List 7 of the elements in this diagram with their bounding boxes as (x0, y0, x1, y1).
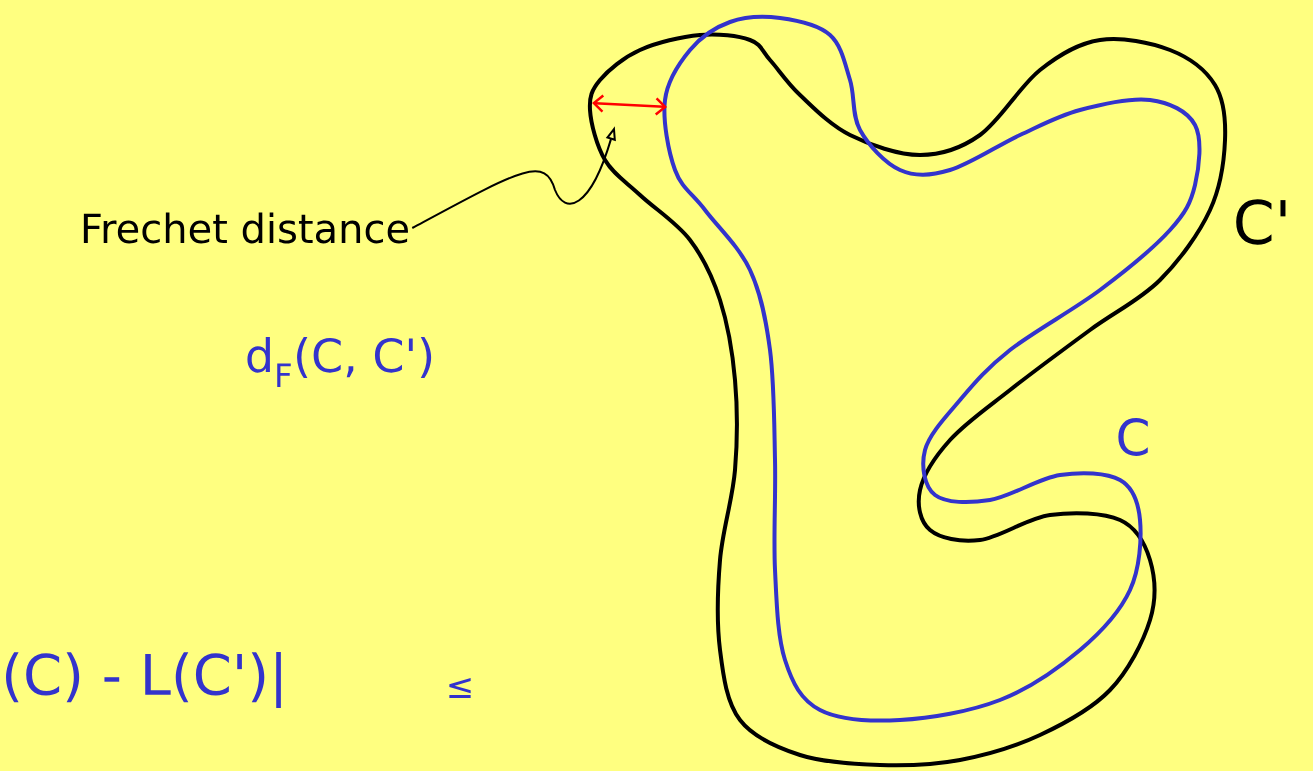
double-arrow (592, 94, 667, 116)
curve-label: C' (1236, 199, 1286, 245)
formula-text: ≤ (449, 678, 471, 698)
curve-label: C (1118, 418, 1148, 456)
handwritten-text: Frechet distance (83, 212, 408, 244)
formula-text: (C) - L(C')| (6, 652, 281, 708)
formula-text: d$_{F}$(C, C') (247, 337, 432, 387)
